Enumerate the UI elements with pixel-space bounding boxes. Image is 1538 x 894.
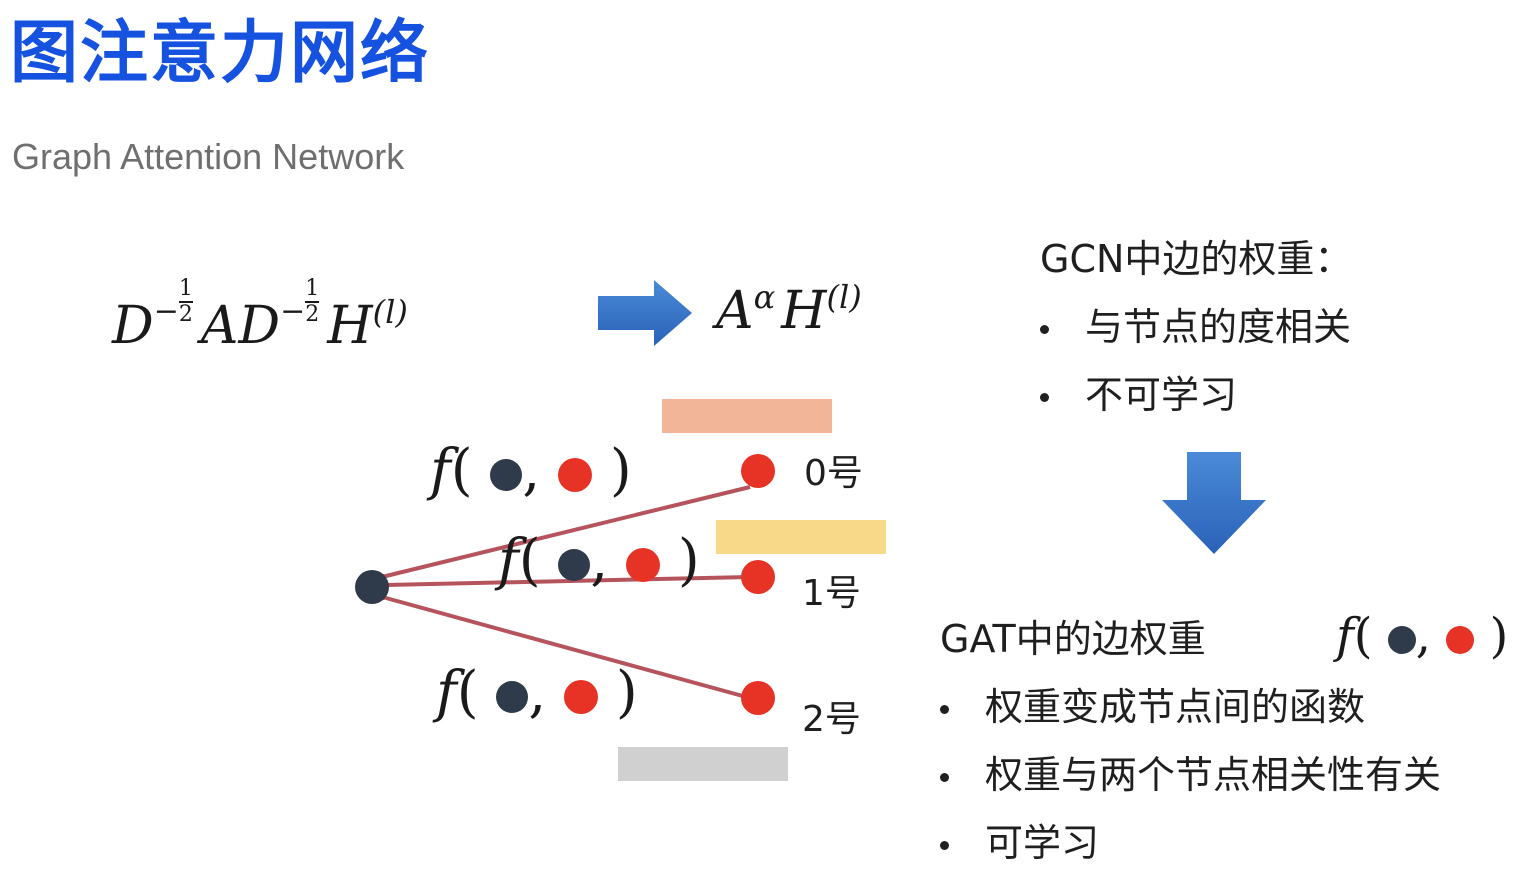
node-0-feature-bar [662, 399, 832, 433]
gat-bullet-2: 权重与两个节点相关性有关 [940, 744, 1441, 799]
node-label-2: 2号 [802, 699, 861, 740]
dark-node-icon [1387, 625, 1416, 654]
node-label-1: 1号 [802, 573, 861, 614]
formula-a-alpha-base: A [716, 281, 754, 341]
formula-h: H [327, 296, 373, 356]
node-label-0: 0号 [804, 453, 863, 494]
formula-a: A [200, 296, 239, 356]
neighbor-node-2 [741, 681, 775, 715]
bullet-dot [940, 705, 949, 714]
formula-d-2: D [238, 296, 281, 356]
page-subtitle: Graph Attention Network [12, 136, 405, 177]
red-node-icon [1446, 625, 1475, 654]
edge-2 [374, 589, 751, 700]
gat-heading: GAT中的边权重 [940, 617, 1206, 661]
formula-h-2: H [781, 281, 827, 341]
red-node-icon [626, 547, 661, 582]
formula-neg-1: − [153, 294, 179, 329]
center-node [355, 570, 389, 604]
bullet-dot [1040, 393, 1049, 402]
down-arrow-icon [1162, 452, 1266, 554]
dark-node-icon [490, 458, 523, 491]
gcn-heading: GCN中边的权重： [1040, 237, 1353, 281]
edge-0 [374, 485, 751, 585]
formula-neg-2: − [280, 294, 306, 329]
gcn-bullet-2: 不可学习 [1040, 364, 1237, 419]
gat-function-label: f( , ) [1336, 608, 1509, 664]
dark-node-icon [496, 680, 529, 713]
edge-function-1: f( , ) [498, 528, 700, 593]
formula-d: D [112, 296, 154, 356]
bullet-dot [940, 773, 949, 782]
formula-alpha: α [753, 278, 776, 316]
graph-diagram [355, 454, 775, 715]
neighbor-node-1 [741, 560, 775, 594]
gcn-bullet-1: 与节点的度相关 [1040, 296, 1351, 351]
node-2-feature-bar [618, 747, 788, 781]
right-arrow-icon [598, 280, 692, 346]
red-node-icon [564, 679, 599, 714]
formula-layer: (l) [372, 293, 408, 331]
red-node-icon [558, 457, 593, 492]
formula-layer-2: (l) [826, 278, 862, 316]
edge-function-0: f( , ) [430, 438, 632, 503]
edge-function-2: f( , ) [436, 660, 638, 725]
bullet-dot [1040, 325, 1049, 334]
page-title: 图注意力网络 [10, 14, 431, 93]
edge-1 [375, 575, 751, 592]
node-1-feature-bar [716, 520, 886, 554]
neighbor-node-0 [741, 454, 775, 488]
gat-bullet-3: 可学习 [940, 812, 1099, 867]
gat-bullet-1: 权重变成节点间的函数 [940, 676, 1365, 731]
dark-node-icon [558, 548, 591, 581]
bullet-dot [940, 841, 949, 850]
